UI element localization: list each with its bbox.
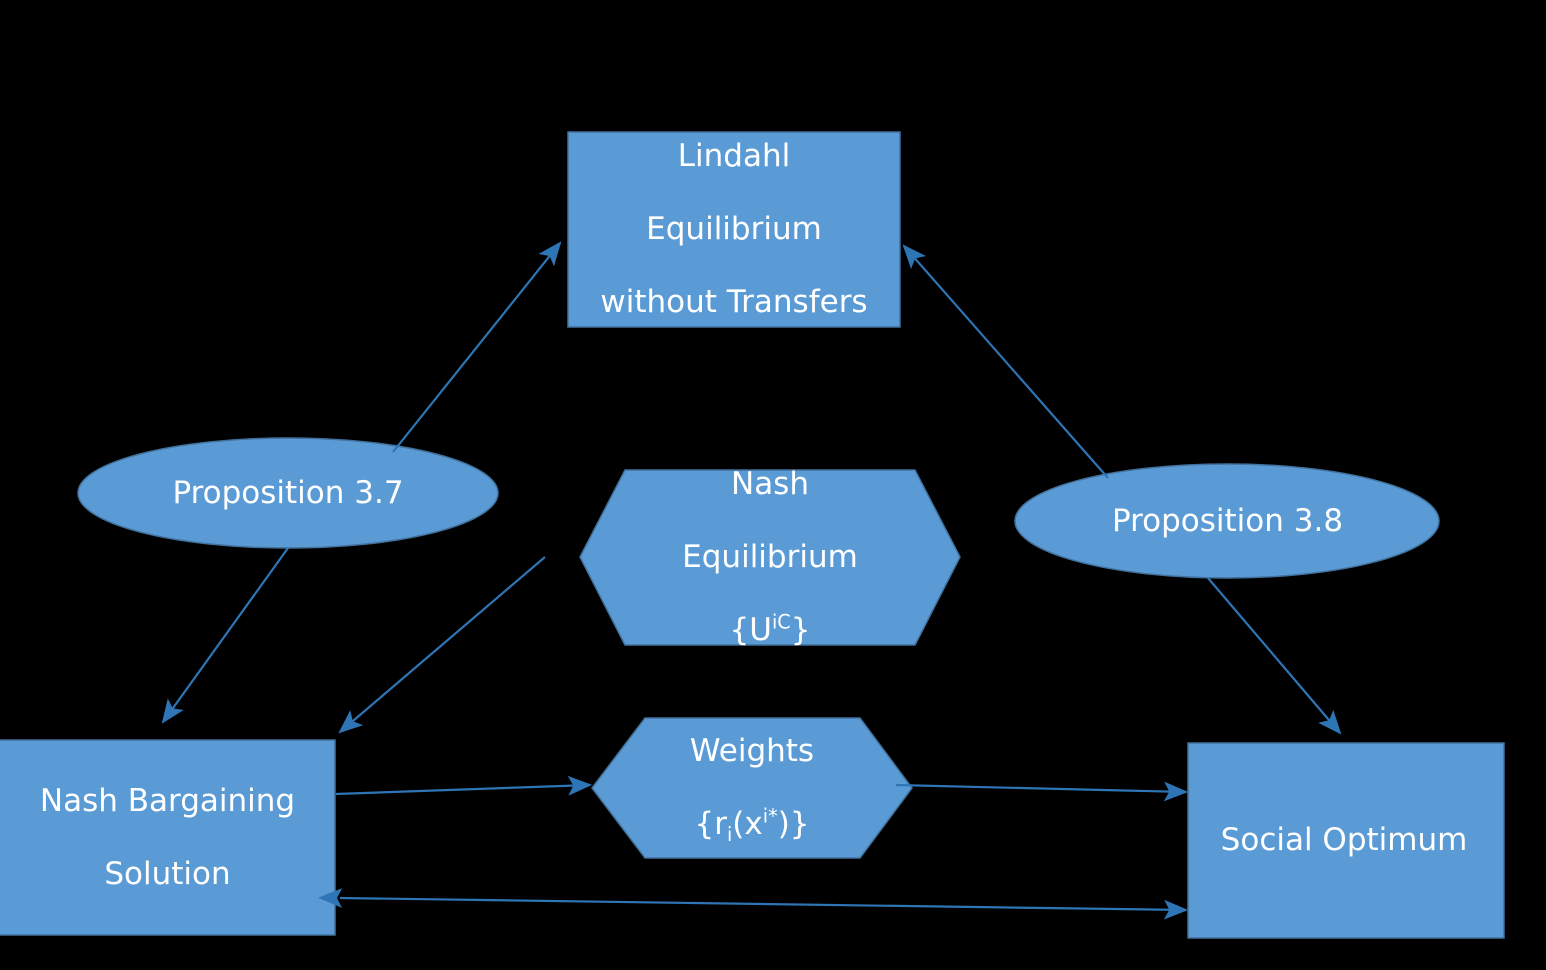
node-proposition-3-7[interactable] <box>77 437 499 549</box>
node-nash-bargaining-solution[interactable] <box>0 739 336 936</box>
node-lindahl-equilibrium[interactable] <box>567 131 901 328</box>
edge-weights-to-social-optimum <box>895 781 1189 802</box>
node-nash-equilibrium[interactable] <box>579 469 961 646</box>
node-social-optimum[interactable] <box>1187 742 1505 939</box>
edge-prop38-to-social-optimum <box>1207 577 1342 735</box>
edge-nash-equilibrium-to-nash-bargaining-solution <box>338 556 546 734</box>
edge-prop38-to-lindahl <box>902 244 1109 479</box>
node-proposition-3-8[interactable] <box>1014 463 1440 579</box>
edge-prop37-to-lindahl <box>392 241 562 453</box>
edge-nash-bargaining-solution-to-weights <box>335 775 593 796</box>
edge-nash-bargaining-solution-social-optimum-bidirectional <box>318 888 1189 920</box>
node-weights[interactable] <box>591 717 913 859</box>
edge-prop37-to-nash-bargaining-solution <box>161 547 289 724</box>
